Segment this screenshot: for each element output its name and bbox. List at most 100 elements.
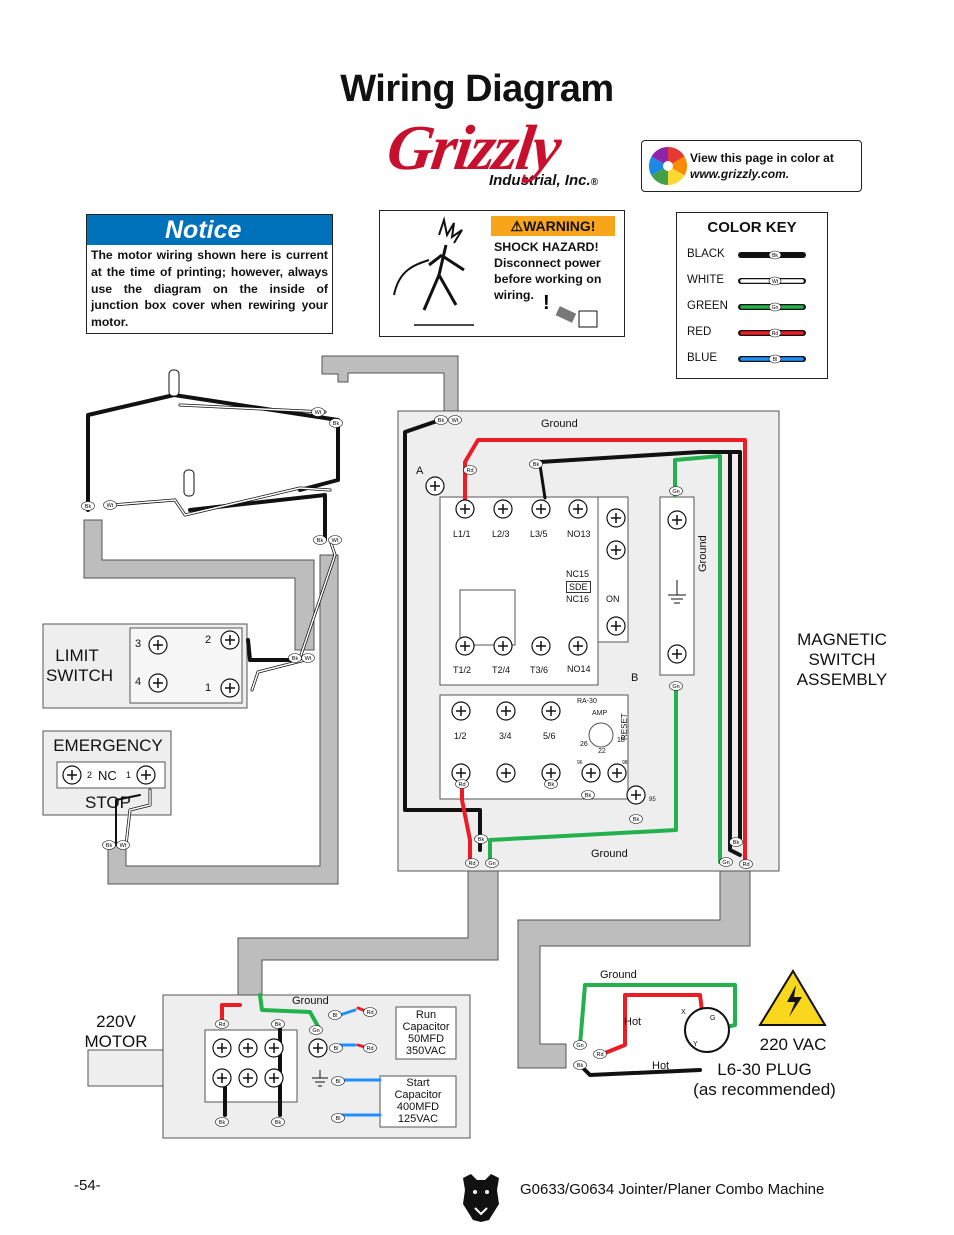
color-key-green: GREEN [687,300,728,312]
bear-head-icon [463,1174,499,1222]
wire-color-tag: Bk [271,1117,285,1127]
stop-label: STOP [85,793,131,812]
contactor-nc15: NC15 [566,569,590,579]
wire-color-tag: Bk [271,1019,285,1029]
terminal-screw [238,1038,258,1058]
ground-label-bar: Ground [697,535,709,572]
svg-text:Bk: Bk [548,782,555,788]
color-note-box: View this page in color at www.grizzly.co… [641,140,862,192]
limit-switch-label-2: SWITCH [46,666,114,685]
color-key-swatch-black: Bk [738,250,806,260]
wire-bk-l3 [538,463,547,500]
color-key-swatch-white: Wt [738,276,806,286]
terminal-screw [541,701,561,721]
plug-label-1: L6-30 PLUG [717,1060,812,1079]
color-note-url[interactable]: www.grizzly.com. [690,167,790,181]
wire-color-tag: Gn [485,858,499,868]
wire-color-tag: Rd [455,779,469,789]
wire-color-tag: Bk [313,535,327,545]
notice-box: Notice The motor wiring shown here is cu… [86,214,333,334]
svg-text:Wt: Wt [332,538,339,544]
wire-color-tag: Rd [465,858,479,868]
svg-text:Wt: Wt [120,843,127,849]
notice-heading: Notice [87,215,332,245]
terminal-screw [238,1068,258,1088]
start-cap-l2: Capacitor [394,1089,442,1101]
ground-label-top: Ground [541,418,578,430]
wire-color-tag: Wt [301,653,315,663]
wire-gn-motor [488,688,678,862]
svg-text:Gn: Gn [576,1043,583,1049]
wire-wt-estop-fill [125,789,151,846]
run-capacitor [395,1006,457,1060]
wire-rd-supply [463,438,747,862]
overload-dial[interactable] [588,722,614,748]
color-key-tag: Gn [772,305,779,311]
conduit-top [321,355,459,421]
terminal-screw [581,763,601,783]
run-cap-l2: Capacitor [402,1021,450,1033]
svg-text:Wt: Wt [452,418,459,424]
svg-text:Rd: Rd [742,862,749,868]
limit-terminal-2: 2 [205,634,212,646]
contactor-nc16: NC16 [566,594,590,604]
page-title: Wiring Diagram [340,68,614,110]
estop-terminal-2: 2 [87,770,93,780]
terminal-screw [220,630,240,650]
contactor-on[interactable]: ON [606,594,620,604]
wire-color-tag: Gn [719,857,733,867]
svg-text:Rd: Rd [596,1052,603,1058]
wire-wt-1 [110,486,332,517]
dial-22: 22 [598,748,606,755]
color-key-red: RED [687,326,712,338]
notice-text: The motor wiring shown here is current a… [91,248,328,330]
wire-bk-supply [728,450,742,857]
wire-color-tag: Bk [474,834,488,844]
shock-figure-icon [393,216,474,326]
plug-label: L6-30 PLUG(as recommended) [682,1060,847,1100]
color-key-white: WHITE [687,274,725,286]
terminal-screw [531,499,551,519]
wire-color-tag: Bk [434,415,448,425]
wire-rd-motor [460,788,472,862]
ground-label-plug: Ground [600,969,637,981]
hot-label-2: Hot [652,1060,670,1072]
terminal-a-label: A [416,465,424,477]
limit-terminal-4: 4 [135,676,142,688]
terminal-screw [626,785,646,805]
terminal-screw [264,1068,284,1088]
wire-bk-main [403,418,482,852]
wire-wt-1-fill [111,487,331,516]
overload-relay [439,694,629,800]
plug-label-2: (as recommended) [693,1080,836,1099]
color-key-swatch-green: Gn [738,302,806,312]
wire-bk-limit-3 [188,493,327,542]
terminal-screw [455,499,475,519]
run-cap-l3: 50MFD [407,1033,445,1045]
wire-color-tag: Bk [581,790,595,800]
svg-text:Bl: Bl [336,1116,341,1122]
dial-26: 26 [580,741,588,748]
svg-text:Bk: Bk [317,538,324,544]
color-key-swatch-red: Rd [738,328,806,338]
color-key-tag: Bl [773,357,777,363]
warning-heading: WARNING! [523,218,596,234]
overload-reset-button[interactable]: RESET [620,713,629,740]
warning-text: SHOCK HAZARD! Disconnect power before wo… [494,240,602,302]
contactor-top-2: L2/3 [492,529,510,539]
wire-color-tag: Bl [331,1076,345,1086]
svg-text:Bk: Bk [333,421,340,427]
plug-pin-y: Y [693,1041,698,1048]
color-note-line1: View this page in color at [690,151,834,165]
start-cap-l4: 125VAC [397,1113,439,1125]
limit-plunger-2 [183,469,195,497]
terminal-screw [531,636,551,656]
aux-96: 96 [577,760,583,766]
terminal-screw [62,765,82,785]
aux-98: 98 [622,760,628,766]
motor-shaft [87,1049,164,1087]
terminal-screw [455,636,475,656]
svg-text:Rd: Rd [218,1022,225,1028]
plug-pin-x: X [681,1009,686,1016]
